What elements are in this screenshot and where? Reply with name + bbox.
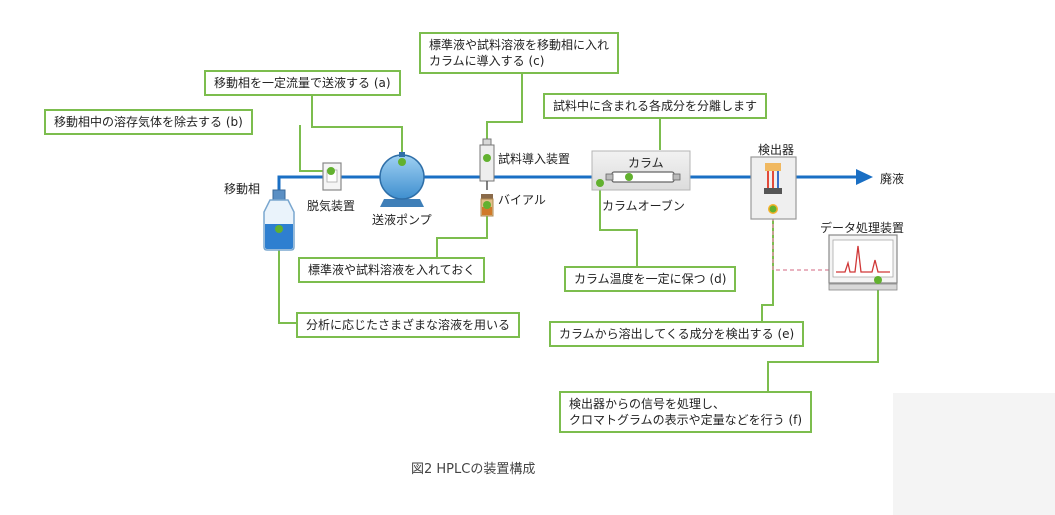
callout-data-processor: 検出器からの信号を処理し、 クロマトグラムの表示や定量などを行う (f) (559, 391, 813, 433)
pump-label: 送液ポンプ (372, 213, 432, 227)
signal-dashed-line (772, 210, 829, 271)
leader-lines (278, 66, 879, 391)
pump-icon (379, 152, 425, 207)
column-label: カラム (628, 156, 664, 170)
mobile-phase-bottle-icon (263, 189, 295, 251)
callout-injector: 標準液や試料溶液を移動相に入れ カラムに導入する (c) (419, 32, 620, 74)
callout-column-oven: カラム温度を一定に保つ (d) (564, 266, 737, 292)
injector-syringe-icon (479, 138, 495, 190)
corner-panel (893, 393, 1055, 515)
detector-icon (750, 156, 797, 220)
flow-arrow-icon (856, 169, 873, 185)
mobile-phase-label: 移動相 (224, 182, 261, 196)
vial-label: バイアル (498, 193, 546, 207)
callout-degasser: 移動相中の溶存気体を除去する (b) (44, 109, 253, 135)
callout-detector: カラムから溶出してくる成分を検出する (e) (549, 321, 805, 347)
callout-mobile-phase: 分析に応じたさまざまな溶液を用いる (296, 312, 521, 338)
leader-dots (275, 154, 882, 284)
injector-label: 試料導入装置 (498, 152, 571, 166)
waste-label: 廃液 (880, 172, 905, 186)
degasser-icon (322, 162, 342, 191)
callout-pump: 移動相を一定流量で送液する (a) (204, 70, 401, 96)
data-processor-label: データ処理装置 (820, 221, 905, 235)
callout-column: 試料中に含まれる各成分を分離します (543, 93, 768, 119)
column-oven-label: カラムオーブン (602, 199, 685, 213)
data-processor-icon (828, 234, 898, 291)
figure-caption: 図2 HPLCの装置構成 (411, 462, 536, 477)
degasser-label: 脱気装置 (307, 199, 356, 213)
callout-vial: 標準液や試料溶液を入れておく (298, 257, 486, 283)
detector-label: 検出器 (758, 143, 795, 157)
